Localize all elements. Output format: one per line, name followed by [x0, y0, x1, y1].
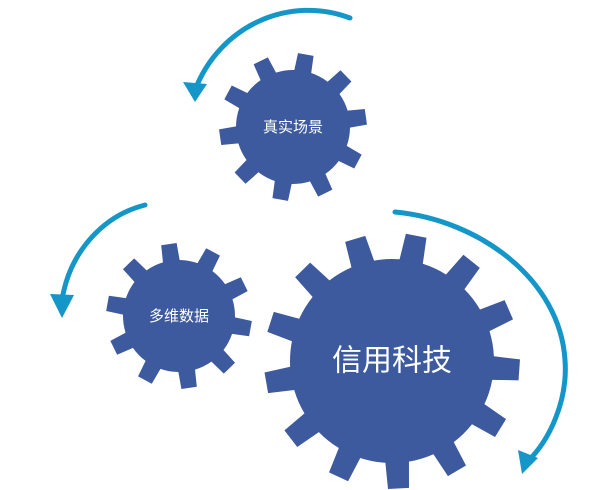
curved-arrow-icon	[392, 209, 568, 474]
gear-label-credit-technology: 信用科技	[332, 344, 452, 379]
gear-label-real-scenario: 真实场景	[263, 118, 323, 136]
gear-icon: 多维数据	[106, 243, 252, 389]
gear-label-multidimensional-data: 多维数据	[149, 307, 209, 325]
curved-arrow-icon	[183, 7, 353, 102]
gear-icon: 信用科技	[264, 233, 520, 489]
curved-arrow-icon	[50, 202, 148, 318]
gear-icon: 真实场景	[219, 53, 367, 201]
